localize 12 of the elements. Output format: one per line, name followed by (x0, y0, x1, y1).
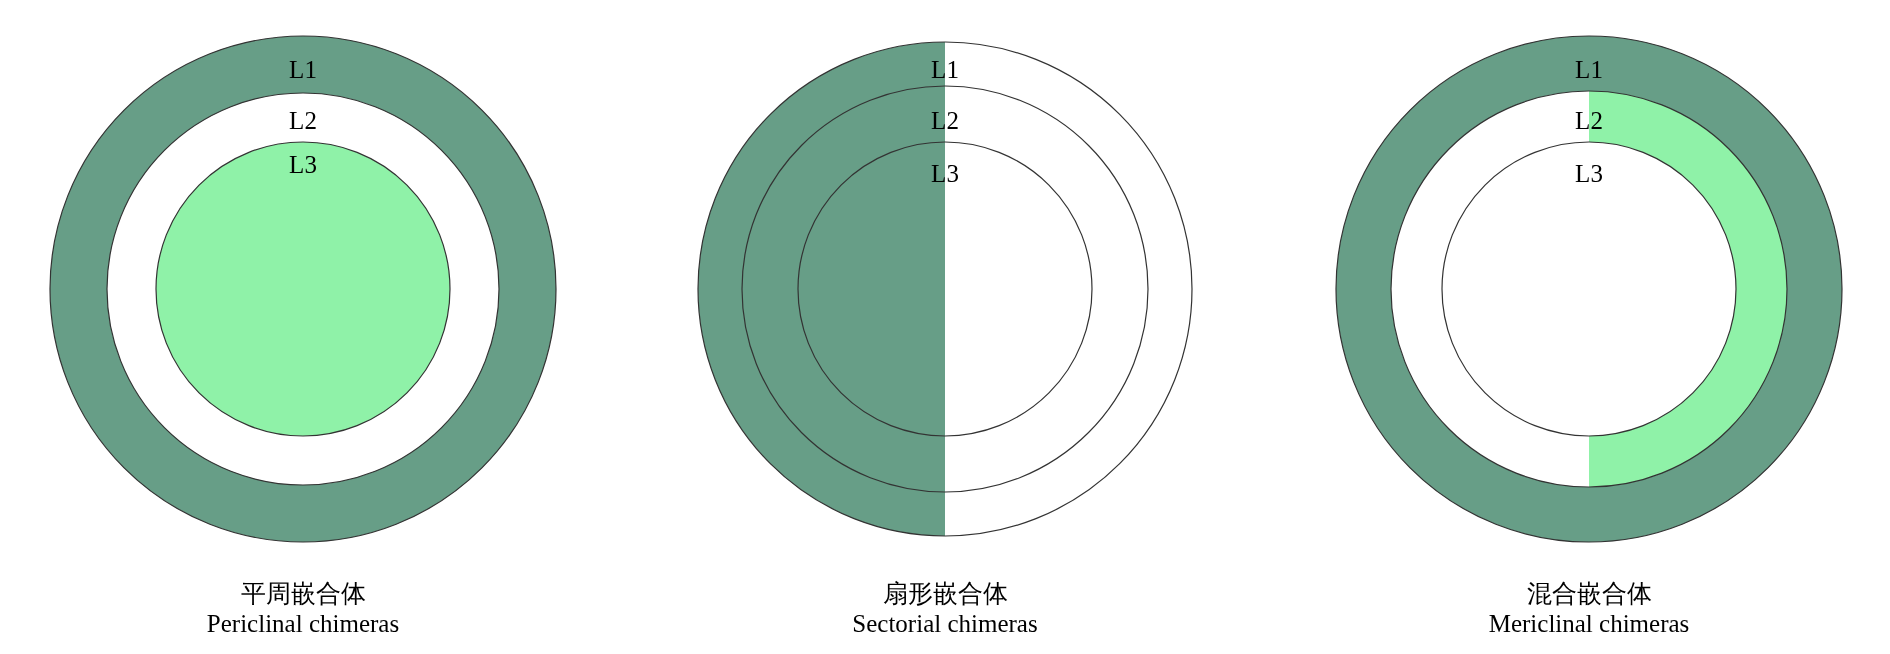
figure-caption: 扇形嵌合体 (882, 580, 1008, 608)
figure-caption: Mericlinal chimeras (1488, 610, 1690, 638)
layer-label: L2 (1575, 108, 1603, 134)
layer-label: L1 (289, 57, 317, 83)
layer-label: L2 (289, 108, 317, 134)
figure-caption: Sectorial chimeras (852, 610, 1038, 638)
layer-label: L3 (289, 152, 317, 178)
figure-caption: 平周嵌合体 (240, 580, 366, 608)
layer-label: L3 (1575, 161, 1603, 187)
figure-caption: 混合嵌合体 (1526, 580, 1652, 608)
layer-label: L1 (1575, 57, 1603, 83)
figure-caption: Periclinal chimeras (206, 610, 400, 638)
